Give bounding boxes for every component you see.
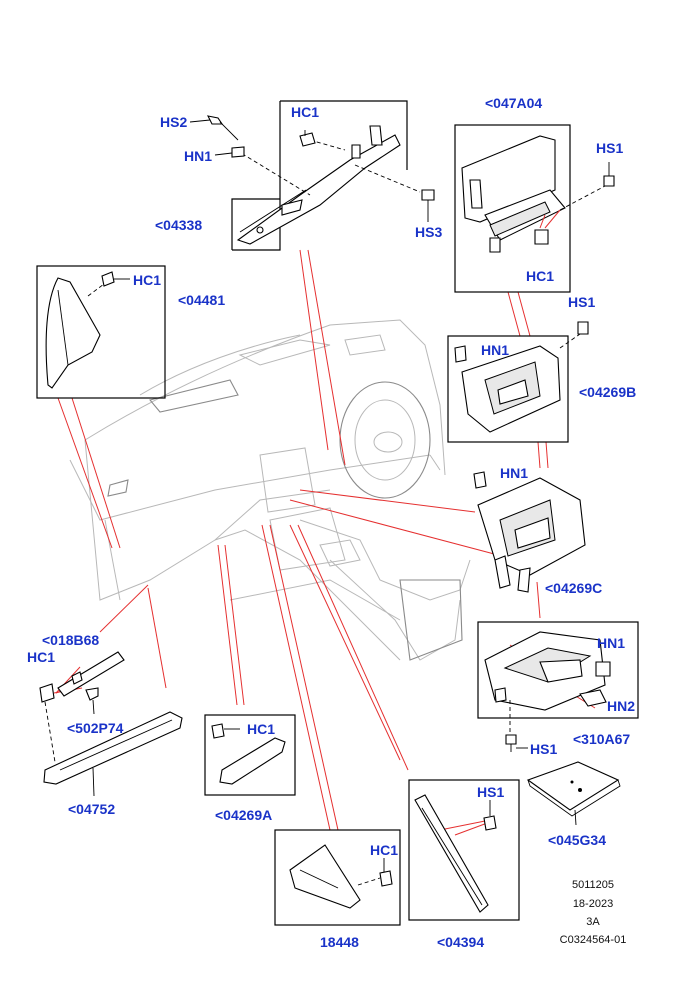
label-hs2: HS2	[160, 114, 188, 130]
label-hs1-top: HS1	[596, 140, 624, 156]
trim-018b68	[39, 651, 125, 715]
pillar-04394	[414, 794, 497, 913]
label-310a67: <310A67	[573, 731, 631, 747]
screw-hs3	[421, 189, 435, 222]
cover-18448	[289, 844, 393, 909]
label-hc1-04269a: HC1	[247, 721, 276, 737]
diagram-revision: 3A	[586, 916, 600, 928]
box-04481	[36, 265, 166, 399]
box-04338	[280, 100, 408, 170]
label-hs3: HS3	[415, 224, 443, 240]
label-047a04: <047A04	[485, 95, 543, 111]
label-04269a: <04269A	[215, 807, 273, 823]
diagram-code: C0324564-01	[559, 934, 627, 946]
screw-hs2	[189, 115, 239, 141]
label-04338: <04338	[155, 217, 203, 233]
label-hc1-trim: HC1	[27, 649, 56, 665]
callout-boxes	[36, 100, 639, 926]
trim-strip-04338	[235, 125, 421, 245]
label-hn1-glove: HN1	[500, 465, 529, 481]
dashboard-illustration	[69, 319, 471, 661]
box-047a04	[454, 124, 571, 293]
mat-045g34	[526, 761, 621, 826]
label-04394: <04394	[437, 934, 485, 950]
bracket-04269b	[454, 321, 589, 433]
label-04269b: <04269B	[579, 384, 637, 400]
label-hs1-mid: HS1	[568, 294, 596, 310]
label-04752: <04752	[68, 801, 116, 817]
label-018b68: <018B68	[42, 632, 100, 648]
label-04269c: <04269C	[545, 580, 603, 596]
display-unit-047a04	[461, 135, 606, 253]
trim-04752	[43, 701, 183, 797]
label-hc1-left: HC1	[133, 272, 162, 288]
label-hs1-lower: HS1	[530, 741, 558, 757]
box-310a67	[477, 621, 639, 719]
label-hn1-mid: HN1	[481, 342, 510, 358]
label-hc1-top: HC1	[291, 104, 320, 120]
label-hs1-04394: HS1	[477, 784, 505, 800]
housing-04269c	[473, 471, 586, 593]
red-leader-lines	[53, 249, 601, 901]
label-hc1-display: HC1	[526, 268, 555, 284]
panel-04269a	[211, 723, 286, 785]
label-hn2: HN2	[607, 698, 636, 714]
label-045g34: <045G34	[548, 832, 606, 848]
clip-hc1-top	[299, 130, 316, 147]
label-hc1-18448: HC1	[370, 842, 399, 858]
box-04269a	[204, 714, 296, 796]
label-18448: 18448	[320, 934, 359, 950]
diagram-number: 5011205	[571, 879, 614, 891]
label-502p74: <502P74	[67, 720, 124, 736]
glovebox-310a67	[484, 631, 611, 752]
label-hn1-top: HN1	[184, 148, 213, 164]
side-panel-04481	[45, 271, 130, 389]
nut-hn1-top	[214, 146, 245, 158]
diagram-date: 18-2023	[572, 898, 614, 910]
label-04481: <04481	[178, 292, 226, 308]
box-04338-lower	[232, 101, 281, 251]
label-hn1-lower: HN1	[597, 635, 626, 651]
box-04269b	[447, 335, 569, 443]
screw-hs1-top	[603, 162, 615, 187]
box-18448	[274, 829, 401, 926]
box-04394	[408, 779, 520, 921]
